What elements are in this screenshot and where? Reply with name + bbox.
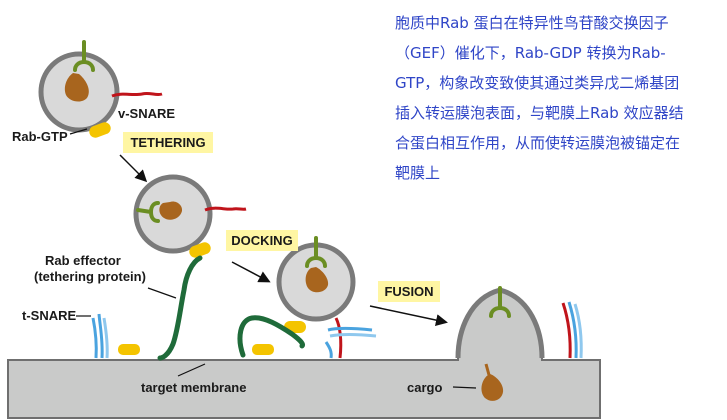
label-v-snare: v-SNARE	[118, 106, 175, 121]
rab-gtp-icon	[89, 122, 111, 138]
leader-target-membrane	[177, 363, 206, 377]
vesicle-2	[133, 174, 247, 258]
stage-box-tethering	[123, 132, 213, 153]
rab-gtp-icon	[252, 344, 274, 355]
annotation-line: 靶膜上	[395, 164, 441, 182]
rab-gtp-icon	[118, 344, 140, 355]
arrow-tethering-to-docking	[119, 154, 148, 183]
label-rab-effector-line2: (tethering protein)	[34, 269, 146, 284]
rab-gtp-icon	[189, 242, 211, 258]
stage-label-docking: DOCKING	[231, 233, 292, 248]
snare-complex	[561, 301, 583, 359]
annotation-line: GTP，构象改变致使其通过类异戊二烯基团	[395, 74, 680, 92]
annotation-line: 合蛋白相互作用，从而使转运膜泡被锚定在	[395, 134, 681, 152]
vesicle-1	[38, 40, 163, 138]
arrow-fusion	[369, 305, 448, 326]
stage-box-docking	[226, 230, 298, 251]
label-rab-effector-line1: Rab effector	[45, 253, 121, 268]
cargo-shape	[305, 267, 329, 293]
annotation-line: 插入转运膜泡表面，与靶膜上Rab 效应器结	[395, 104, 684, 122]
leader-rab-gtp	[69, 128, 88, 135]
rab-effector-tethering-protein	[157, 255, 203, 361]
vesicle-3	[276, 236, 356, 333]
annotation-line: 胞质中Rab 蛋白在特异性鸟苷酸交换因子	[395, 14, 669, 32]
stage-label-tethering: TETHERING	[130, 135, 205, 150]
leader-cargo	[452, 386, 477, 389]
stage-label-fusion: FUSION	[384, 284, 433, 299]
label-rab-gtp: Rab-GTP	[12, 129, 68, 144]
rab-effector-tethering-protein	[237, 315, 305, 358]
label-target-membrane: target membrane	[141, 380, 246, 395]
leader-rab-effector	[147, 287, 177, 299]
v-snare	[204, 206, 247, 212]
rab-protein	[489, 286, 511, 318]
label-t-snare: t-SNARE	[22, 308, 76, 323]
cargo-shape	[481, 374, 504, 401]
annotation-text-block: 胞质中Rab 蛋白在特异性鸟苷酸交换因子 （GEF）催化下，Rab-GDP 转换…	[395, 8, 720, 188]
snare-complex	[324, 317, 377, 359]
annotation-line: （GEF）催化下，Rab-GDP 转换为Rab-	[395, 44, 666, 62]
rab-protein	[136, 201, 160, 223]
cargo-shape	[64, 73, 89, 102]
label-cargo: cargo	[407, 380, 442, 395]
cargo-shape	[159, 201, 183, 220]
stage-box-fusion	[378, 281, 440, 302]
rab-protein	[305, 236, 327, 268]
arrow-docking-to-fusion	[231, 261, 271, 283]
t-snare-group	[91, 313, 109, 359]
rab-protein	[73, 40, 95, 72]
v-snare	[111, 91, 163, 98]
